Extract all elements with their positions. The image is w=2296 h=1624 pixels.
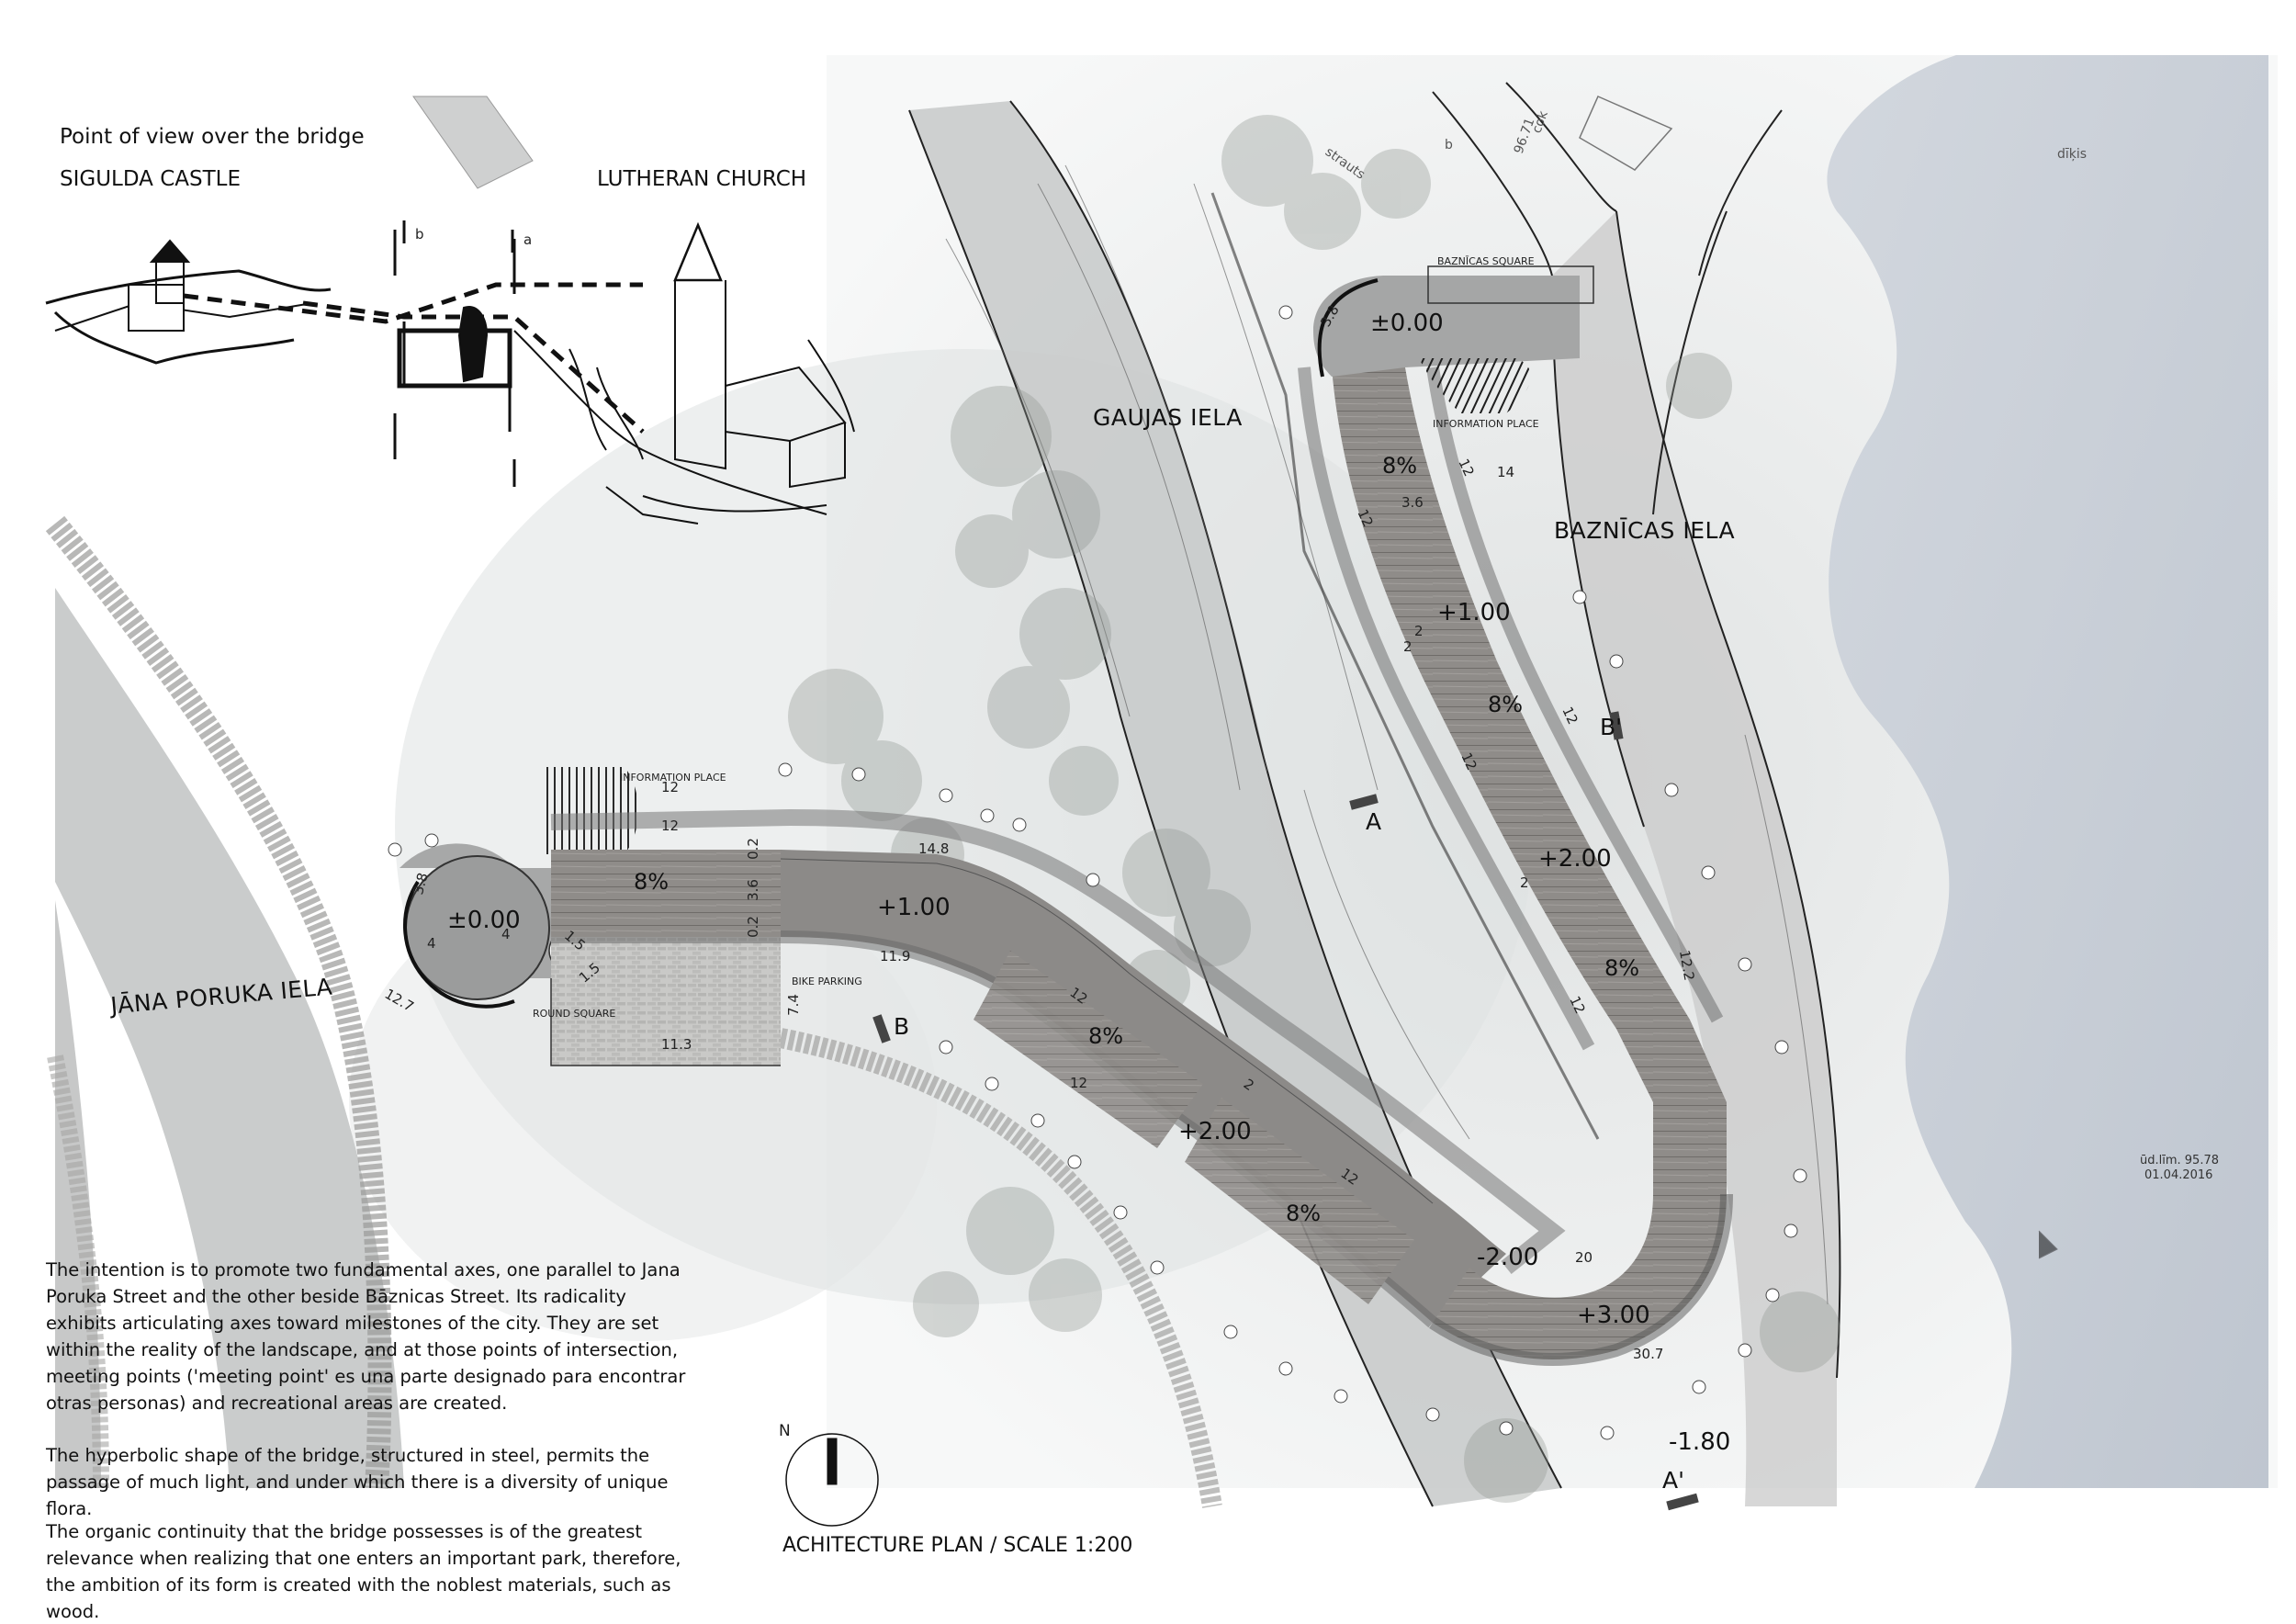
section-b: B [894,1013,910,1040]
gradient-left-3: 8% [1286,1201,1322,1226]
lutheran-church-label: LUTHERAN CHURCH [597,167,807,191]
sigulda-castle-label: SIGULDA CASTLE [60,167,241,191]
jana-poruka-road [55,588,404,1488]
elevation-m2: -2.00 [1477,1244,1539,1271]
perspective-sketch [45,221,855,524]
information-place-top [1419,358,1531,413]
north-arrow [785,1433,879,1527]
dim-12-mid: 12 [661,818,680,834]
baznicas-iela-road [1552,211,1840,1506]
gradient-right-3: 8% [1604,955,1640,981]
dikis-label: dīķis [2057,147,2088,162]
stone-wall-left [45,515,392,1489]
description-paragraph-1: The intention is to promote two fundamen… [46,1259,686,1414]
elevation-p1-left: +1.00 [877,894,951,921]
bridge-deck-right [1332,367,1727,1102]
dim-2-r2: 2 [1520,874,1529,891]
information-place-left [542,767,638,854]
information-place-left-label: INFORMATION PLACE [620,772,726,784]
gradient-left-1: 8% [634,869,670,895]
dim-2-r1: 2 [1403,638,1412,655]
elevation-p1-right: +1.00 [1437,599,1511,626]
elevation-p2-left: +2.00 [1178,1118,1252,1145]
dim-30-7: 30.7 [1633,1346,1664,1362]
elevation-left-plaza: ±0.00 [447,907,521,934]
dim-11-9: 11.9 [880,948,911,964]
information-place-top-label: INFORMATION PLACE [1433,418,1539,430]
bridge-top-plaza [1313,276,1580,377]
dim-11-3: 11.3 [661,1036,692,1053]
sketch-heading: Point of view over the bridge [60,125,365,149]
north-letter: N [779,1422,791,1440]
dim-3-6: 3.6 [744,879,761,901]
baznicas-iela-label: BAZNĪCAS IELA [1554,517,1736,544]
dim-0-2b: 0.2 [744,916,761,938]
dim-7-4: 7.4 [784,994,802,1016]
description-paragraph-3: The organic continuity that the bridge p… [46,1521,681,1622]
dim-3-6-top: 3.6 [1401,494,1424,511]
elevation-p3: +3.00 [1577,1302,1650,1329]
description-paragraph-2: The hyperbolic shape of the bridge, stru… [46,1445,669,1519]
section-a: A [1366,808,1382,835]
pond [1827,55,2268,1488]
sketch-marker-a: a [523,231,533,248]
dim-14-r: 14 [1497,464,1515,480]
dim-14-8: 14.8 [918,840,950,857]
gaujas-iela-road [909,101,1561,1506]
sketch-marker-b: b [415,226,424,242]
gaujas-iela-label: GAUJAS IELA [1093,404,1243,431]
dim-4b: 4 [501,926,511,942]
round-square-label: ROUND SQUARE [533,1008,616,1020]
dim-20: 20 [1575,1249,1593,1266]
gradient-right-2: 8% [1488,692,1524,717]
dim-2-r3: 2 [1414,623,1424,639]
stamp-line-1: ūd.līm. 95.78 [2140,1154,2219,1167]
dim-12-lo2: 12 [1070,1075,1088,1091]
dim-12-top: 12 [661,779,680,795]
dim-4a: 4 [427,935,436,952]
b-small-label: b [1445,138,1453,152]
gradient-right-1: 8% [1382,453,1418,479]
stamp-line-2: 01.04.2016 [2144,1168,2213,1182]
gradient-left-2: 8% [1088,1023,1124,1049]
elevation-p2-right: +2.00 [1538,845,1612,873]
elevation-m18: -1.80 [1669,1428,1731,1456]
plan-title: ACHITECTURE PLAN / SCALE 1:200 [782,1534,1133,1557]
section-a-prime: A' [1662,1467,1684,1494]
elevation-top-plaza: ±0.00 [1370,310,1444,337]
baznicas-square-label: BAZNĪCAS SQUARE [1437,255,1535,267]
bike-parking-area [551,928,781,1066]
section-b-prime: B' [1600,714,1623,740]
dim-0-2a: 0.2 [744,838,761,860]
bike-parking-label: BIKE PARKING [792,976,862,987]
bridge-curve [1433,1102,1727,1359]
